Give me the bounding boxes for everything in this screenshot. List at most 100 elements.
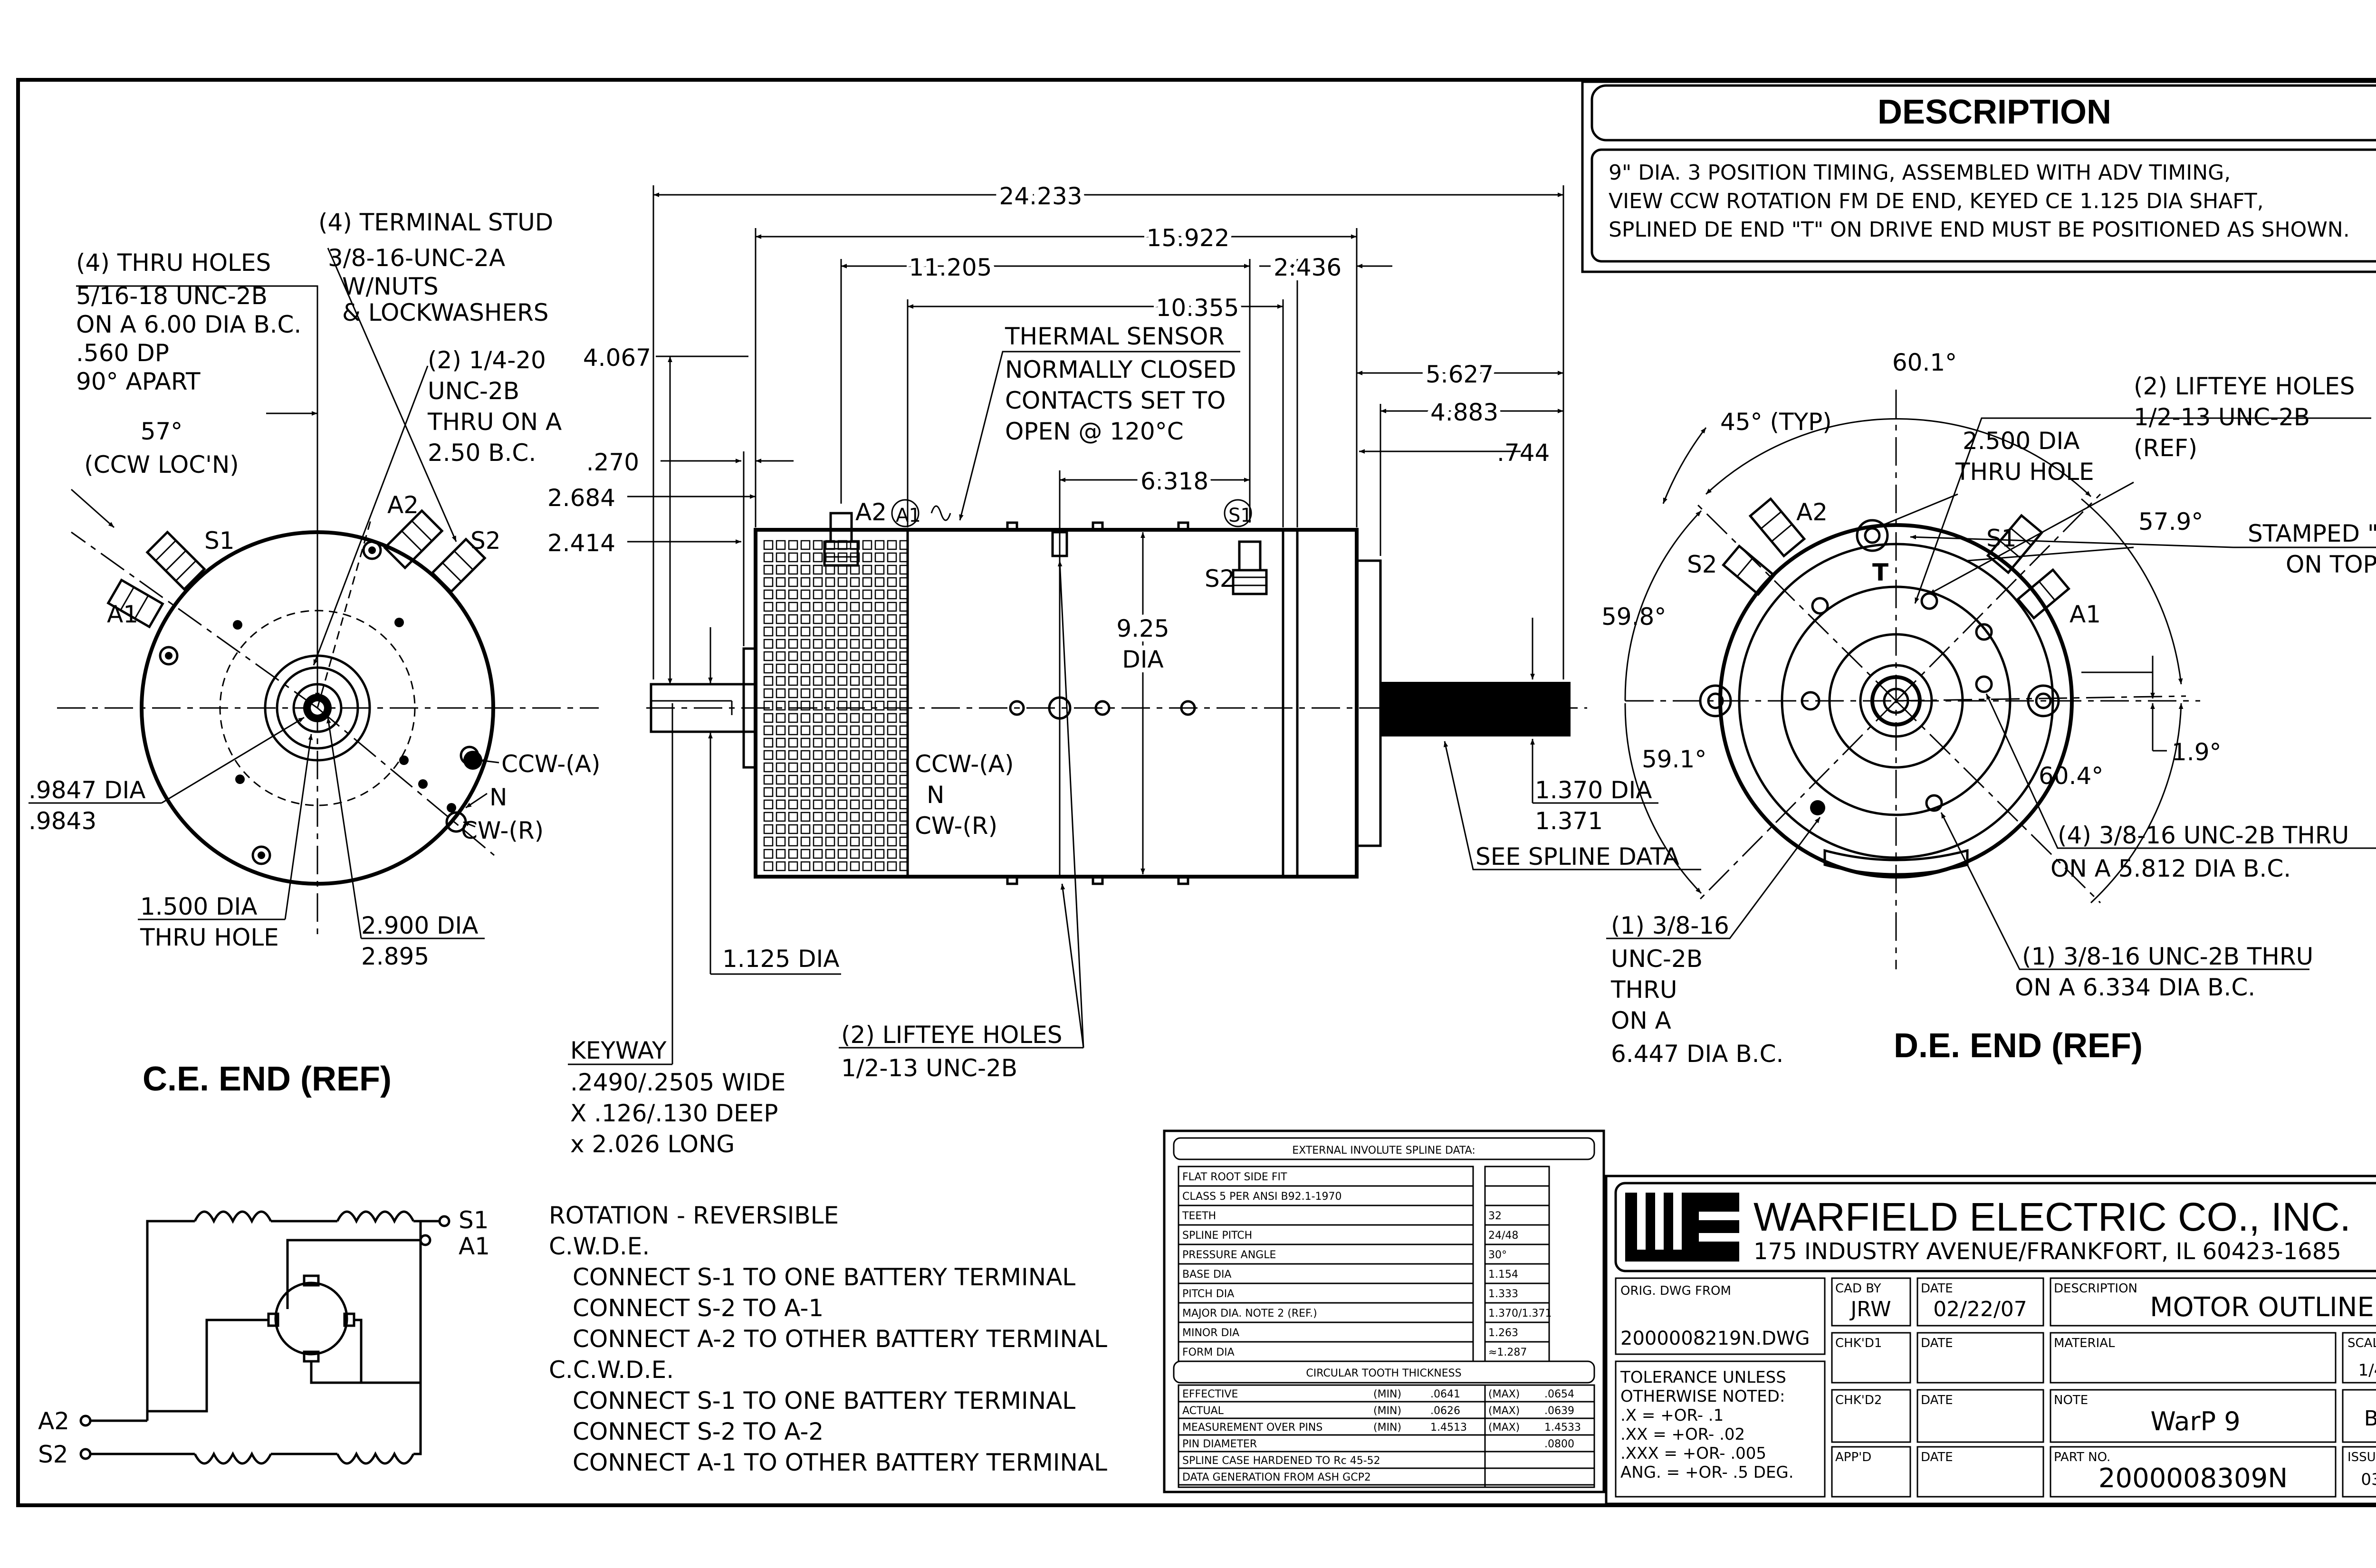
description-line: SPLINED DE END "T" ON DRIVE END MUST BE …: [1609, 218, 2350, 242]
dim-2414: 2.414: [547, 529, 615, 557]
circular-row-cell: ACTUAL: [1182, 1405, 1224, 1417]
de-terminal-a1: A1: [2069, 601, 2101, 628]
dim-overall: 24.233: [999, 182, 1083, 210]
description-field-label: DESCRIPTION: [2054, 1281, 2137, 1296]
spline-data-table: EXTERNAL INVOLUTE SPLINE DATA: FLAT ROOT…: [1163, 1129, 1605, 1493]
issue-value: 03: [2361, 1470, 2376, 1489]
spline-row-value: ≈1.287: [1488, 1347, 1527, 1358]
note-label: NOTE: [2054, 1393, 2088, 1407]
ce-end-view: (4) THRU HOLES 5/16-18 UNC-2B ON A 6.00 …: [29, 209, 601, 1098]
keyway-label: X .126/.130 DEEP: [570, 1100, 778, 1127]
spline-row-label: PRESSURE ANGLE: [1182, 1249, 1276, 1261]
de-holes-6447: 6.447 DIA B.C.: [1611, 1040, 1783, 1068]
dim-2436: 2.436: [1274, 254, 1341, 281]
keyway-label: KEYWAY: [570, 1037, 667, 1064]
drawing-border: [16, 78, 2376, 1507]
ce-thru-holes-label: .560 DP: [76, 339, 169, 367]
ce-terminal-stud-label: W/NUTS: [342, 273, 439, 300]
ce-small-holes-label: UNC-2B: [428, 377, 519, 405]
spline-data-note: SEE SPLINE DATA: [1475, 843, 1679, 870]
description-heading: DESCRIPTION: [1878, 93, 2111, 131]
dim-6318: 6.318: [1140, 468, 1208, 495]
orig-dwg-label: ORIG. DWG FROM: [1620, 1284, 1731, 1298]
spline-row-label: PITCH DIA: [1182, 1288, 1234, 1300]
spline-row-label: SPLINE PITCH: [1182, 1230, 1252, 1242]
issue-label: ISSUE: [2347, 1450, 2376, 1464]
spline-row-value: 1.333: [1488, 1288, 1518, 1300]
warfield-logo: [1625, 1193, 1739, 1262]
ce-dia-2895: 2.895: [361, 943, 429, 970]
spline-row-label: TEETH: [1182, 1210, 1216, 1222]
ce-dia-9847: .9847 DIA: [29, 776, 145, 804]
thermal-sensor-label: THERMAL SENSOR: [1005, 323, 1225, 350]
side-timing-cw: CW-(R): [915, 812, 997, 840]
de-angle-591: 59.1°: [1642, 746, 1706, 773]
schematic-a2: A2: [38, 1407, 69, 1435]
ce-timing-cw: CW-(R): [461, 817, 544, 844]
appd-label: APP'D: [1835, 1450, 1871, 1464]
circular-row-cell: .0641: [1430, 1388, 1460, 1400]
scale-value: 1/4: [2358, 1361, 2376, 1380]
circular-row-cell: PIN DIAMETER: [1182, 1438, 1257, 1450]
ce-small-holes-label: THRU ON A: [427, 408, 562, 436]
date-value: 02/22/07: [1933, 1297, 2027, 1321]
ce-thru-holes-label: 5/16-18 UNC-2B: [76, 282, 268, 310]
side-view: 24.233 15.922 11.205 2.436 10.355 4.067 …: [547, 178, 1701, 1158]
ce-small-holes-label: (2) 1/4-20: [428, 346, 546, 374]
dim-5627: 5.627: [1426, 361, 1494, 388]
de-holes-5812: ON A 5.812 DIA B.C.: [2050, 855, 2291, 882]
ce-thru-holes-label: 90° APART: [76, 368, 201, 395]
dim-11205: 11.205: [909, 254, 992, 281]
ce-terminal-stud-label: (4) TERMINAL STUD: [318, 209, 553, 236]
circular-row-cell: (MIN): [1373, 1405, 1401, 1417]
part-no-label: PART NO.: [2054, 1450, 2110, 1464]
spline-dia-label: 1.371: [1535, 807, 1603, 835]
side-terminal-s1: S1: [1228, 505, 1253, 526]
circular-table-header: CIRCULAR TOOTH THICKNESS: [1306, 1367, 1461, 1379]
spline-row-value: 1.370/1.371: [1488, 1308, 1552, 1319]
de-lifteye-label: 1/2-13 UNC-2B: [2134, 403, 2310, 431]
dim-2684: 2.684: [547, 484, 615, 512]
de-thru-2500: THRU HOLE: [1955, 458, 2094, 486]
ce-thru-holes-label: (4) THRU HOLES: [76, 249, 271, 277]
spline-dia-label: 1.370 DIA: [1535, 776, 1652, 804]
spline-row-value: 1.154: [1488, 1269, 1518, 1281]
keyway-label: x 2.026 LONG: [570, 1130, 735, 1158]
dim-270: .270: [586, 449, 639, 476]
tolerance-line: .XX = +OR- .02: [1620, 1425, 1745, 1444]
circular-row-cell: .0654: [1544, 1388, 1574, 1400]
ce-terminal-stud-label: 3/8-16-UNC-2A: [328, 244, 505, 272]
ce-dia-1500: THRU HOLE: [140, 924, 279, 951]
de-end-view: 60.1° 45° (TYP) 2.500 DIA THRU HOLE (2) …: [1601, 349, 2376, 1068]
circular-row-cell: DATA GENERATION FROM ASH GCP2: [1182, 1472, 1371, 1483]
rotation-notes: ROTATION - REVERSIBLE C.W.D.E. CONNECT S…: [549, 1202, 1107, 1476]
ce-angle-label: 57°: [141, 418, 183, 445]
circular-row-cell: (MAX): [1488, 1422, 1520, 1434]
rotation-note: ROTATION - REVERSIBLE: [549, 1202, 839, 1229]
description-field-value: MOTOR OUTLINE: [2150, 1292, 2374, 1323]
de-terminal-a2: A2: [1796, 498, 1828, 526]
rotation-note: CONNECT S-2 TO A-1: [573, 1294, 824, 1322]
ce-dia-9843: .9843: [29, 807, 96, 835]
ce-timing-ccw: CCW-(A): [501, 750, 601, 778]
circular-row-cell: SPLINE CASE HARDENED TO Rc 45-52: [1182, 1455, 1380, 1467]
side-lifteye-label: 1/2-13 UNC-2B: [841, 1054, 1017, 1082]
spline-row-value: 1.263: [1488, 1327, 1518, 1339]
spline-row-value: 32: [1488, 1210, 1502, 1222]
circular-row-cell: 1.4513: [1430, 1422, 1467, 1434]
dim-10355: 10.355: [1156, 294, 1239, 322]
de-lifteye-label: (2) LIFTEYE HOLES: [2134, 373, 2355, 400]
tolerance-line: OTHERWISE NOTED:: [1620, 1387, 1785, 1406]
rotation-note: CONNECT S-2 TO A-2: [573, 1418, 824, 1445]
chk1-label: CHK'D1: [1835, 1336, 1882, 1350]
circular-row-cell: 1.4533: [1544, 1422, 1581, 1434]
circular-row-cell: (MIN): [1373, 1388, 1401, 1400]
circular-row-cell: EFFECTIVE: [1182, 1388, 1238, 1400]
ce-end-title: C.E. END (REF): [143, 1060, 392, 1098]
de-angle-604: 60.4°: [2039, 762, 2103, 790]
schematic-s1: S1: [459, 1206, 489, 1234]
de-terminal-s2: S2: [1687, 551, 1717, 578]
keyway-label: .2490/.2505 WIDE: [570, 1069, 786, 1096]
rev-value: B: [2364, 1406, 2376, 1431]
